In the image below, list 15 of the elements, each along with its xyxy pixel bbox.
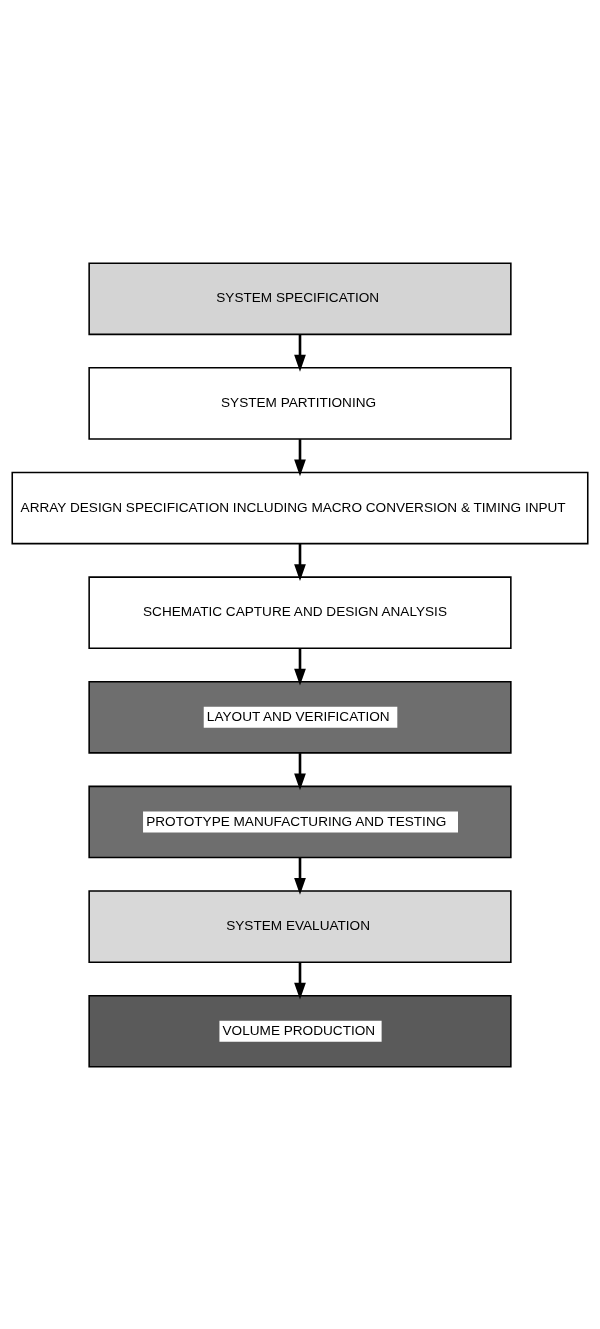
node-box: PROTOTYPE MANUFACTURING AND TESTING: [88, 785, 512, 858]
node-box: SCHEMATIC CAPTURE AND DESIGN ANALYSIS: [88, 575, 512, 649]
arrow: [294, 438, 306, 476]
arrow: [294, 961, 306, 999]
node-box: SYSTEM EVALUATION: [88, 889, 512, 963]
arrow: [294, 752, 306, 790]
node-box: SYSTEM PARTITIONING: [88, 366, 512, 440]
arrow: [294, 647, 306, 686]
node-box: SYSTEM SPECIFICATION: [88, 261, 512, 335]
node-box: VOLUME PRODUCTION: [88, 994, 512, 1068]
arrow: [294, 543, 306, 581]
node-box: LAYOUT AND VERIFICATION: [88, 680, 512, 754]
arrow: [294, 334, 306, 372]
node-box: ARRAY DESIGN SPECIFICATION INCLUDING MACRO CONVERSION & TIMING INPUT: [11, 471, 589, 544]
arrow: [294, 857, 306, 895]
